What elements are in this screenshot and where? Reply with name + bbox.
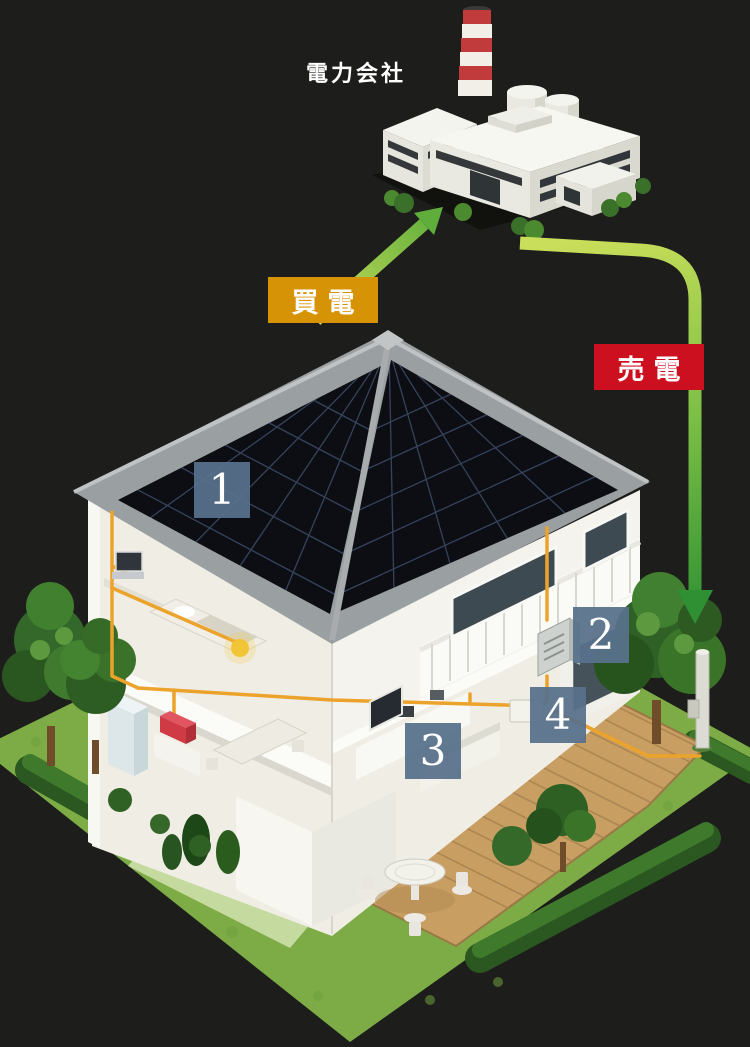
marker-2-power-conditioner: 2 [573,607,629,663]
power-conditioner [537,617,580,677]
balcony [420,538,640,698]
power-company-label: 電力会社 [306,61,407,86]
sell-power-arrow [519,236,713,624]
dining-table [212,718,308,765]
solar-panels-right [338,360,618,612]
foundation-shrubs [108,788,211,857]
marker-4-distribution-board: 4 [530,687,586,743]
red-appliance [160,711,196,744]
front-wall-left [236,796,312,926]
fridge [108,702,134,776]
outdoor-table-set [358,858,472,936]
marker-1-solar-panels: 1 [194,462,250,518]
plant-bushes [384,178,651,240]
solar-panels-left [118,364,385,614]
devices [112,551,580,744]
upper-window [450,544,558,640]
wall-monitor [369,684,403,732]
pole-meter-box [687,699,700,719]
marker-3-monitor: 3 [405,723,461,779]
roof-apex-cap [372,330,404,350]
upper-window-small [582,507,630,573]
bush-front-right [492,784,596,872]
laptop [115,551,143,572]
plant-chimney [458,6,492,96]
buy-power-badge: 買電 [268,277,378,323]
utility-pole [687,649,712,752]
sell-arrowhead [677,590,713,624]
buy-arrowhead [414,207,443,235]
solar-roof [73,330,650,644]
floor-slab-left [100,660,332,788]
ceiling-lamp [231,639,249,657]
balcony-railing [431,547,631,690]
power-plant [372,6,651,240]
sell-power-badge: 売電 [594,344,704,390]
